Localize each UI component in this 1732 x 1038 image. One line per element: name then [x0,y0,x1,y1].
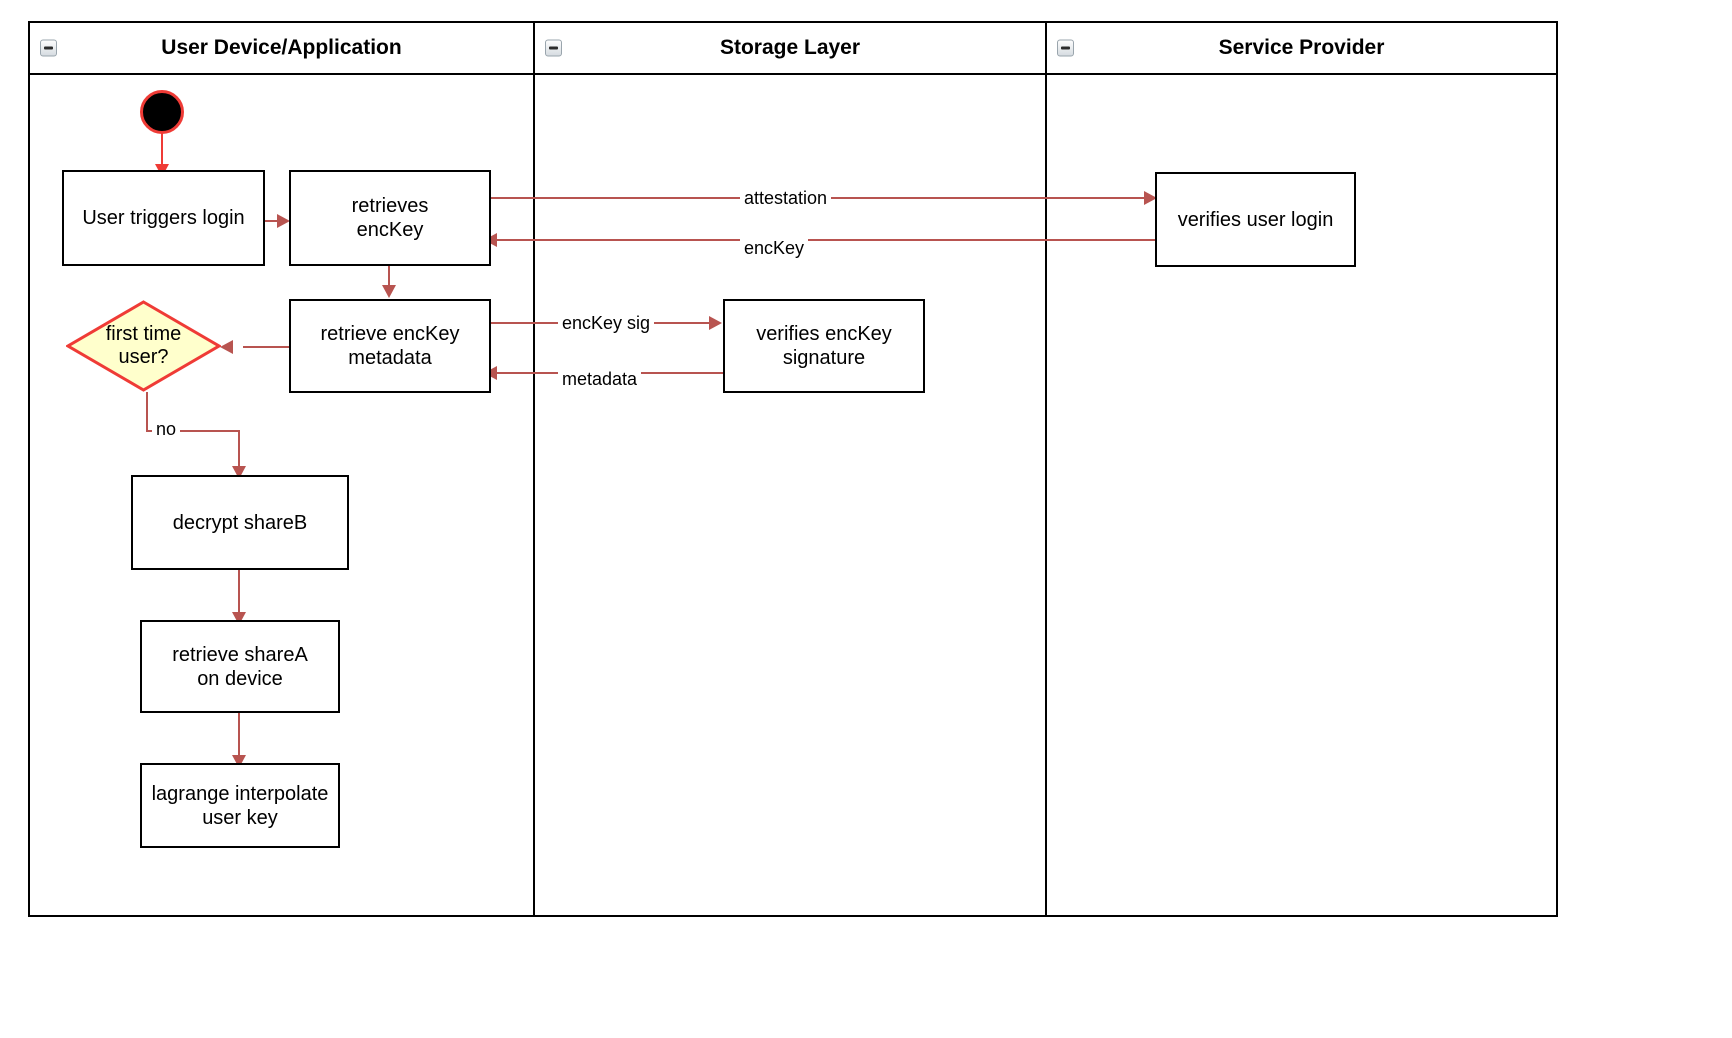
edge-enckey-sig-arrowhead [709,316,722,330]
node-verifies-user-login[interactable]: verifies user login [1155,172,1356,267]
minus-icon[interactable] [1057,39,1074,57]
lane-header-user-device[interactable]: User Device/Application [30,23,533,75]
start-node[interactable] [140,90,184,134]
edge-start-to-login-line [161,133,163,170]
node-first-time-user[interactable]: first time user? [66,300,221,392]
lane-storage-layer[interactable]: Storage Layer [533,23,1045,915]
node-verifies-enckey-signature[interactable]: verifies encKey signature [723,299,925,393]
lane-title-user-device: User Device/Application [161,36,402,59]
node-retrieves-enckey[interactable]: retrieves encKey [289,170,491,266]
edge-retrieves-to-metadata-arrowhead [382,285,396,298]
edge-login-to-retrieves-line [265,220,280,222]
edge-label-attestation: attestation [740,189,832,207]
node-user-triggers-login[interactable]: User triggers login [62,170,265,266]
edge-login-to-retrieves-arrowhead [277,214,290,228]
minus-icon[interactable] [40,39,57,57]
lane-user-device[interactable]: User Device/Application [30,23,533,915]
edge-label-no: no [152,420,181,438]
diamond-shape [66,300,221,392]
node-retrieve-sharea-on-device[interactable]: retrieve shareA on device [140,620,340,713]
edge-no-segment-down1 [146,392,148,431]
edge-sharea-to-lagrange-line [238,713,240,761]
node-decrypt-shareb[interactable]: decrypt shareB [131,475,349,570]
edge-enckey-line [491,239,1156,241]
minus-icon[interactable] [545,39,562,57]
lane-header-service-provider[interactable]: Service Provider [1047,23,1556,75]
lane-title-storage-layer: Storage Layer [719,36,861,59]
edge-label-metadata: metadata [558,370,642,388]
node-retrieve-enckey-metadata[interactable]: retrieve encKey metadata [289,299,491,393]
edge-no-segment-down2 [238,430,240,471]
lane-title-service-provider: Service Provider [1218,36,1385,59]
edge-metadata-to-decision-arrowhead [220,340,233,354]
edge-metadata-to-decision-line [243,346,290,348]
edge-attestation-arrowhead [1144,191,1157,205]
edge-no-segment-right [146,430,240,432]
lane-service-provider[interactable]: Service Provider [1045,23,1556,915]
edge-label-enckey: encKey [740,239,809,257]
edge-retrieves-to-metadata-line [388,266,390,290]
node-first-time-user-label: first time user? [105,323,182,368]
edge-shareb-to-sharea-line [238,570,240,618]
edge-label-enckey-sig: encKey sig [558,314,655,332]
node-lagrange-interpolate-user-key[interactable]: lagrange interpolate user key [140,763,340,848]
lane-header-storage-layer[interactable]: Storage Layer [535,23,1045,75]
